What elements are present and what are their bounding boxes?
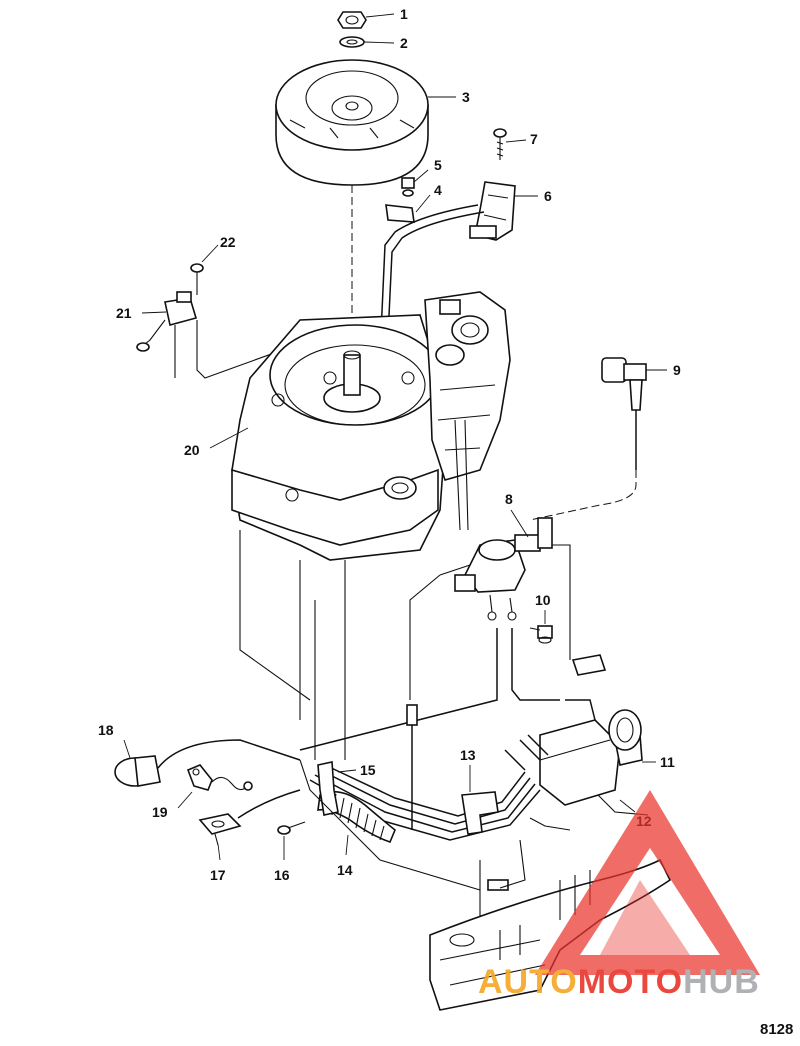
callout-18: 18 bbox=[98, 722, 114, 738]
part-trigger-6 bbox=[469, 181, 516, 241]
callout-9: 9 bbox=[673, 362, 681, 378]
callout-17: 17 bbox=[210, 867, 226, 883]
callout-21: 21 bbox=[116, 305, 132, 321]
callout-6: 6 bbox=[544, 188, 552, 204]
watermark-text-auto: AUTO bbox=[478, 963, 578, 1001]
part-clamp-4-5 bbox=[385, 177, 415, 223]
part-bracket-13 bbox=[461, 791, 499, 835]
callout-1: 1 bbox=[400, 6, 408, 22]
part-powerhead-20 bbox=[231, 291, 511, 561]
callout-8: 8 bbox=[505, 491, 513, 507]
callout-16: 16 bbox=[274, 867, 290, 883]
callout-11: 11 bbox=[660, 754, 675, 770]
part-screw-10 bbox=[529, 625, 553, 644]
callout-15: 15 bbox=[360, 762, 376, 778]
callout-22: 22 bbox=[220, 234, 236, 250]
callout-20: 20 bbox=[184, 442, 200, 458]
part-stop-switch-17 bbox=[198, 789, 301, 846]
part-washer bbox=[339, 36, 365, 48]
part-button-18 bbox=[114, 739, 301, 787]
callout-10: 10 bbox=[535, 592, 551, 608]
part-clip-15 bbox=[317, 761, 339, 816]
part-power-pack-11 bbox=[539, 709, 643, 806]
watermark-text-moto: MOTO bbox=[578, 963, 683, 1001]
callout-4: 4 bbox=[434, 182, 442, 198]
svg-text:AUTOMOTOHUB: AUTOMOTOHUB bbox=[478, 963, 760, 1001]
figure-number: 8128 bbox=[760, 1021, 793, 1038]
callout-2: 2 bbox=[400, 35, 408, 51]
callout-3: 3 bbox=[462, 89, 470, 105]
callout-14: 14 bbox=[337, 862, 353, 878]
callout-5: 5 bbox=[434, 157, 442, 173]
part-ignition-coil-8 bbox=[454, 517, 553, 621]
leader-lines bbox=[123, 13, 667, 861]
part-plug-cap-9 bbox=[529, 357, 647, 521]
part-bracket-21 bbox=[136, 263, 204, 378]
watermark-text-hub: HUB bbox=[683, 963, 760, 1001]
part-nut bbox=[337, 11, 367, 29]
callout-13: 13 bbox=[460, 747, 476, 763]
part-flywheel bbox=[275, 59, 429, 186]
part-lanyard-clip-19 bbox=[186, 764, 253, 791]
callout-19: 19 bbox=[152, 804, 168, 820]
callout-7: 7 bbox=[530, 131, 538, 147]
part-screw-7 bbox=[493, 128, 507, 160]
part-screw-16 bbox=[277, 821, 306, 835]
watermark-triangle-icon bbox=[535, 790, 760, 975]
watermark-logo: AUTOMOTOHUB bbox=[478, 790, 760, 1001]
